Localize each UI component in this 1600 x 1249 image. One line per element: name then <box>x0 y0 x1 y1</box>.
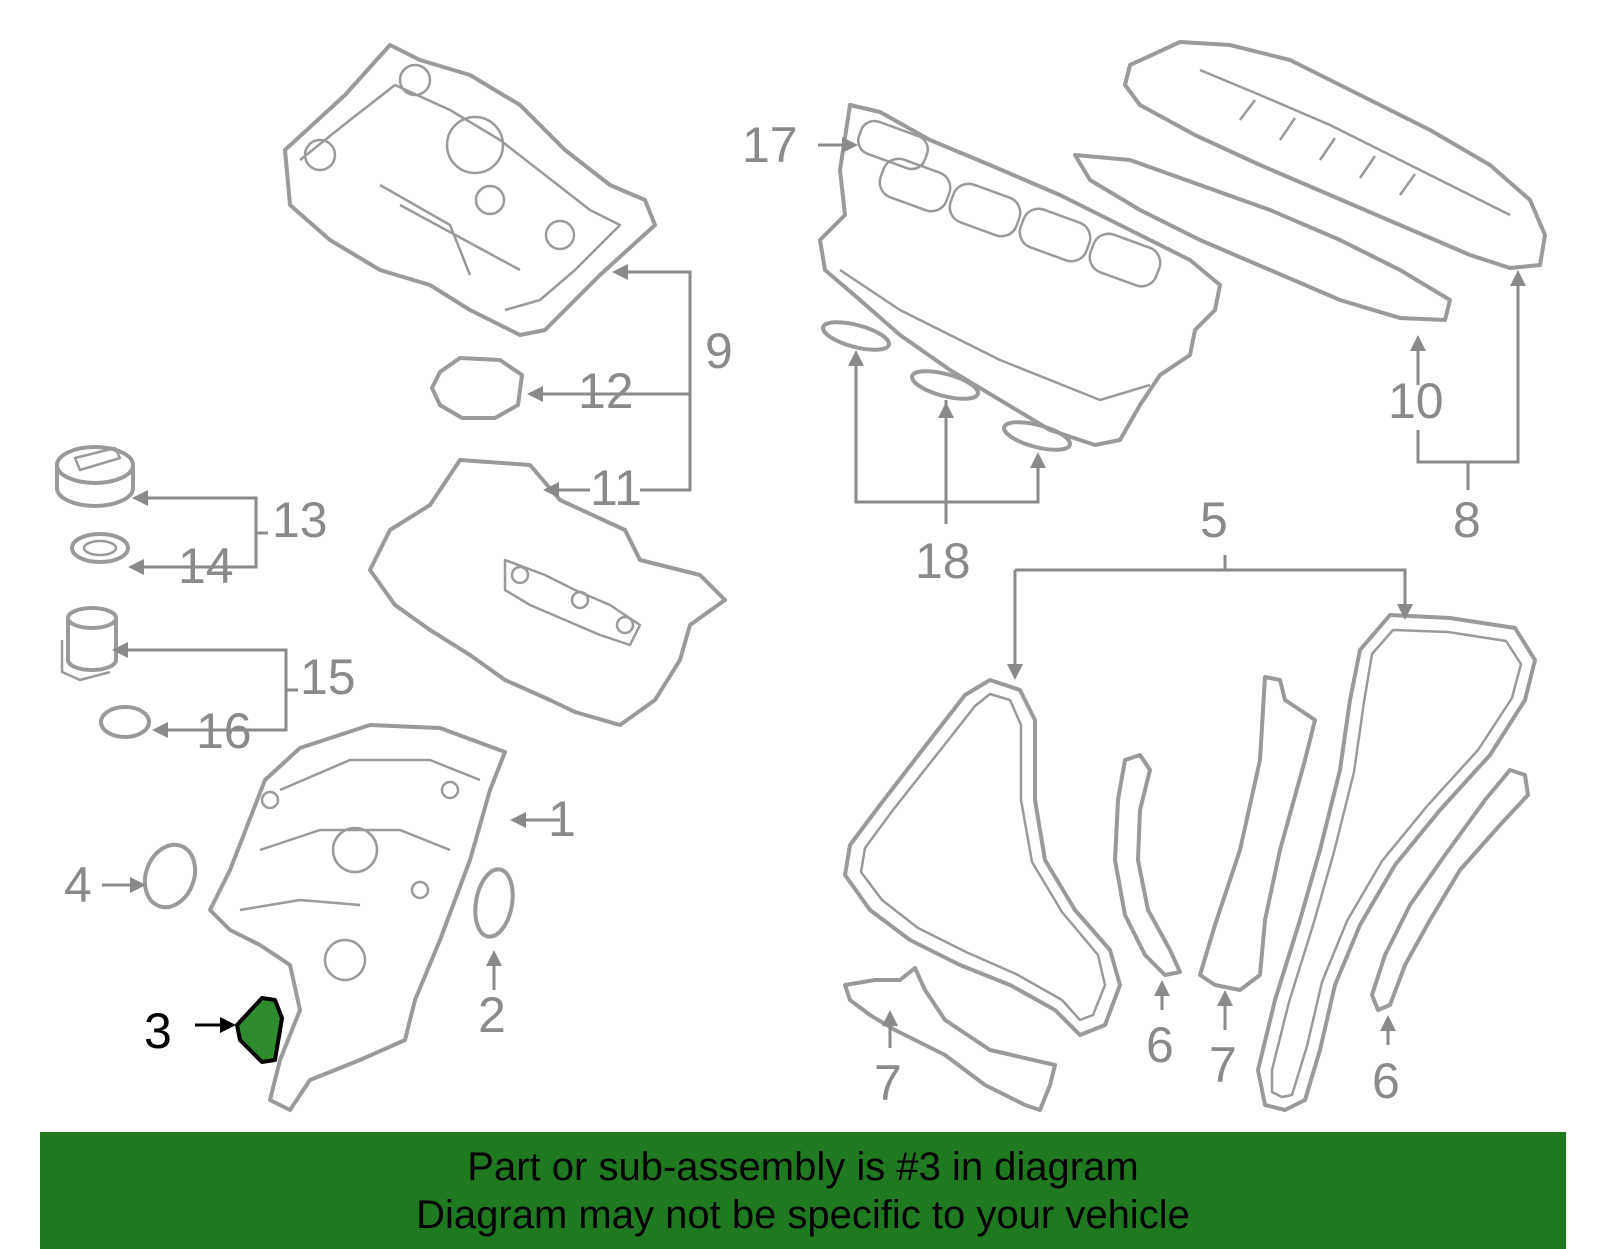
part-14-seal <box>70 532 130 564</box>
callout-1: 1 <box>548 791 576 847</box>
part-18-gaskets <box>821 320 1072 452</box>
part-16-o-ring <box>99 705 151 739</box>
callout-6a: 6 <box>1146 1017 1174 1073</box>
part-8-plenum <box>1123 40 1547 270</box>
part-11-gasket <box>368 458 727 727</box>
callout-2: 2 <box>478 987 506 1043</box>
callout-16: 16 <box>196 703 252 759</box>
callout-7b: 7 <box>1209 1037 1237 1093</box>
part-4-seal <box>142 842 198 910</box>
callout-3-highlighted: 3 <box>144 1003 172 1059</box>
part-13-cap <box>55 445 135 508</box>
callout-6b: 6 <box>1372 1053 1400 1109</box>
part-5-timing-chains <box>843 613 1537 1112</box>
part-1-timing-cover <box>208 723 507 1112</box>
banner-line-1: Part or sub-assembly is #3 in diagram <box>467 1144 1139 1189</box>
part-10-gasket <box>1073 153 1452 322</box>
part-3-highlighted <box>235 996 284 1064</box>
callout-13: 13 <box>272 492 328 548</box>
callout-labels: 9 12 11 13 14 15 16 17 18 10 8 5 1 4 2 3… <box>64 117 1481 1111</box>
callout-12: 12 <box>578 363 634 419</box>
part-15-breather <box>60 606 118 682</box>
part-2-o-ring <box>473 867 515 939</box>
callout-15: 15 <box>300 649 356 705</box>
callout-8: 8 <box>1453 492 1481 548</box>
part-6-guides <box>1113 753 1530 1012</box>
part-17-intake-manifold <box>818 103 1222 447</box>
leader-lines <box>102 137 1526 1048</box>
callout-4: 4 <box>64 857 92 913</box>
callout-7a: 7 <box>874 1055 902 1111</box>
banner-line-2: Diagram may not be specific to your vehi… <box>416 1192 1190 1237</box>
callout-17: 17 <box>742 117 798 173</box>
callout-18: 18 <box>915 533 971 589</box>
callout-5: 5 <box>1200 492 1228 548</box>
part-12-gasket <box>430 356 524 420</box>
callout-11: 11 <box>590 460 642 516</box>
callout-10: 10 <box>1388 373 1444 429</box>
callout-14: 14 <box>178 538 234 594</box>
part-7-tensioner-arms <box>843 675 1317 1112</box>
part-9-head-cover <box>283 43 657 337</box>
callout-9: 9 <box>705 323 733 379</box>
info-banner: Part or sub-assembly is #3 in diagram Di… <box>40 1132 1566 1249</box>
